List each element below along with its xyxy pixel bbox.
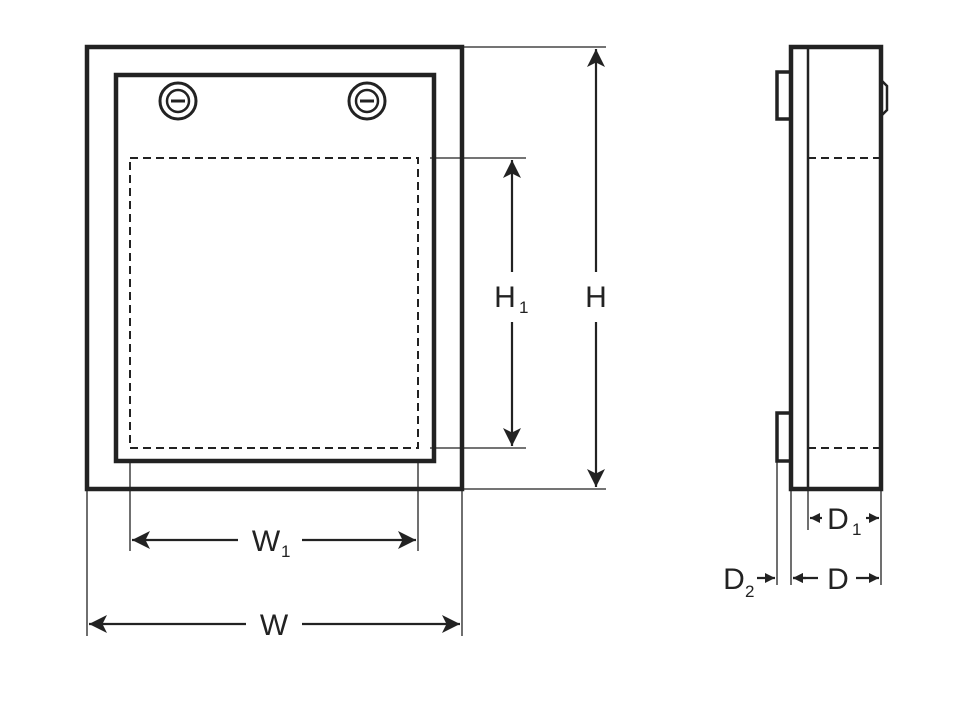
- side-body: [788, 44, 884, 492]
- screw-icon: [158, 81, 198, 121]
- inner-height-label: H: [494, 281, 516, 314]
- inner-width-subscript: 1: [281, 542, 290, 561]
- screw-icon: [347, 81, 387, 121]
- door-panel: [113, 72, 437, 464]
- hinge-depth-label: D: [723, 563, 745, 596]
- depth-label: D: [827, 563, 849, 596]
- hinge-depth-subscript: 2: [745, 582, 754, 601]
- front-extension-lines: [86, 46, 606, 636]
- width-label: W: [260, 609, 289, 642]
- side-extension-lines: [776, 461, 882, 585]
- inner-height-subscript: 1: [519, 298, 528, 317]
- front-view: [84, 44, 465, 492]
- side-view: [775, 44, 889, 492]
- inner-depth-subscript: 1: [852, 520, 861, 539]
- hinge-lower: [775, 411, 793, 463]
- inner-depth-label: D: [827, 503, 849, 536]
- outer-frame: [84, 44, 465, 492]
- hinge-upper: [775, 70, 793, 121]
- lock-handle: [880, 79, 889, 117]
- height-label: H: [585, 281, 607, 314]
- mounting-plate-outline: [129, 157, 419, 449]
- inner-width-label: W: [252, 525, 281, 558]
